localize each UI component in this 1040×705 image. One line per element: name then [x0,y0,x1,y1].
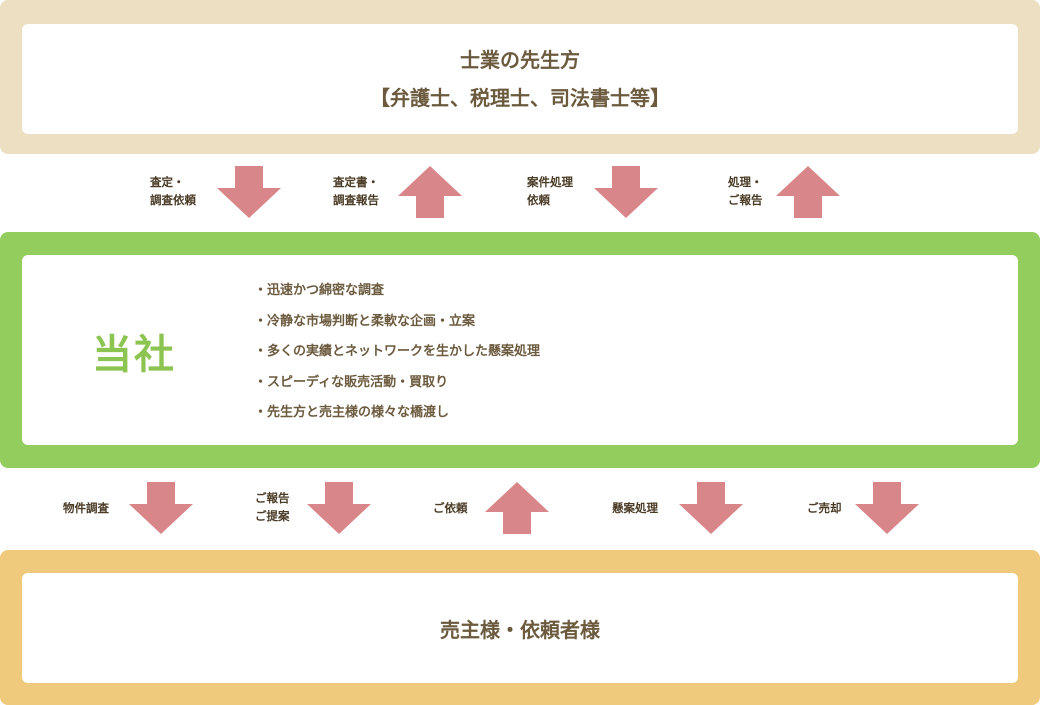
up-arrow-icon [398,166,462,218]
clients-title: 売主様・依頼者様 [440,618,600,642]
lower-flow-1-label: 物件調査 [63,499,109,517]
clients-box: 売主様・依頼者様 [22,573,1018,683]
up-arrow-icon [776,166,840,218]
down-arrow-icon [307,482,371,534]
company-band: 当社 ・迅速かつ綿密な調査 ・冷静な市場判断と柔軟な企画・立案 ・多くの実績とネ… [0,232,1040,468]
upper-flow-1-line2: 調査依頼 [150,193,196,207]
lower-flow-4-line1: 懸案処理 [612,501,658,515]
upper-flow-1-label: 査定・ 調査依頼 [150,173,196,209]
lower-flow-2-label: ご報告 ご提案 [255,489,290,525]
clients-band: 売主様・依頼者様 [0,550,1040,705]
professionals-box: 士業の先生方 【弁護士、税理士、司法書士等】 [22,24,1018,134]
lower-flow-5-line1: ご売却 [807,501,842,515]
upper-flow-2-line1: 査定書・ [333,175,379,189]
feature-list: ・迅速かつ綿密な調査 ・冷静な市場判断と柔軟な企画・立案 ・多くの実績とネットワ… [254,282,540,435]
company-name: 当社 [92,332,176,378]
upper-flow-4-line1: 処理・ [728,175,763,189]
down-arrow-icon [129,482,193,534]
feature-item: ・先生方と売主様の様々な橋渡し [254,405,450,420]
down-arrow-icon [217,166,281,218]
upper-flow-3-line1: 案件処理 [527,175,573,189]
professionals-band: 士業の先生方 【弁護士、税理士、司法書士等】 [0,0,1040,154]
upper-flow-1-line1: 査定・ [150,175,185,189]
upper-flow-3-label: 案件処理 依頼 [527,173,573,209]
up-arrow-icon [485,482,549,534]
down-arrow-icon [679,482,743,534]
company-box: 当社 ・迅速かつ綿密な調査 ・冷静な市場判断と柔軟な企画・立案 ・多くの実績とネ… [22,255,1018,445]
professionals-title: 士業の先生方 [460,48,580,72]
professionals-subtitle: 【弁護士、税理士、司法書士等】 [370,86,670,110]
feature-item: ・冷静な市場判断と柔軟な企画・立案 [254,313,476,329]
upper-flow-4-label: 処理・ ご報告 [728,173,763,209]
down-arrow-icon [855,482,919,534]
feature-item: ・スピーディな販売活動・買取り [254,374,449,390]
lower-flow-1-line1: 物件調査 [63,501,109,515]
lower-flow-5-label: ご売却 [807,499,842,517]
feature-item: ・迅速かつ綿密な調査 [254,283,385,298]
upper-flow-2-label: 査定書・ 調査報告 [333,173,379,209]
upper-flow-3-line2: 依頼 [527,193,550,207]
upper-flow-4-line2: ご報告 [728,193,763,207]
lower-flow-2-line1: ご報告 [255,491,290,505]
feature-item: ・多くの実績とネットワークを生かした懸案処理 [254,344,541,359]
lower-flow-2-line2: ご提案 [255,509,290,523]
lower-flow-3-line1: ご依頼 [433,501,468,515]
lower-flow-4-label: 懸案処理 [612,499,658,517]
down-arrow-icon [594,166,658,218]
upper-flow-2-line2: 調査報告 [333,193,379,207]
lower-flow-3-label: ご依頼 [433,499,468,517]
